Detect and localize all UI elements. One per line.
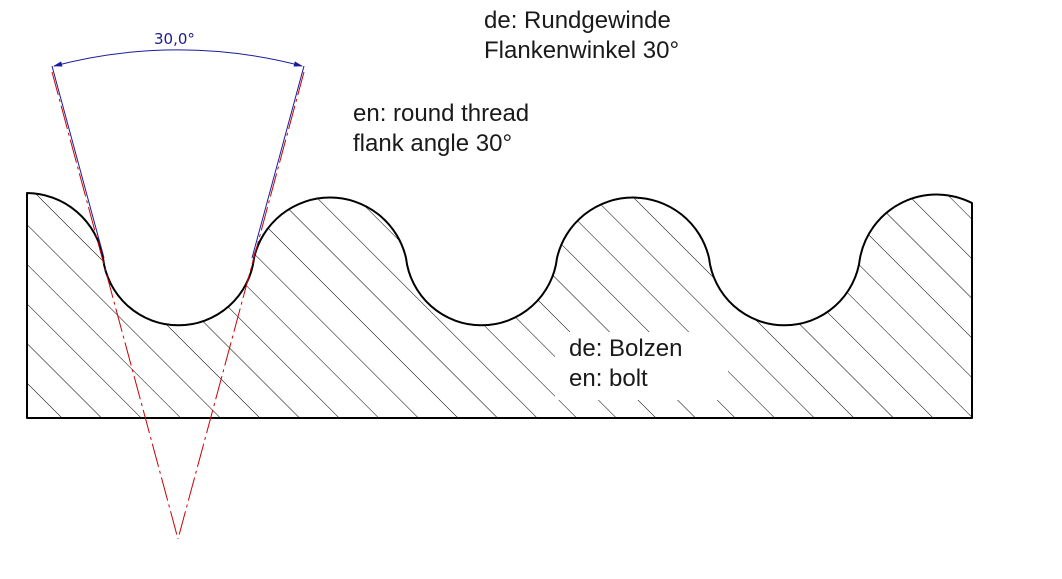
- english-thread-name: en: round thread: [353, 100, 530, 127]
- flank-centerlines: [51, 71, 305, 540]
- left-flank-centerline: [51, 71, 179, 540]
- extension-line-right: [251, 65, 305, 259]
- bolt-label: de: Bolzen en: bolt: [555, 332, 729, 400]
- german-label: de: Rundgewinde Flankenwinkel 30°: [484, 6, 679, 66]
- angle-dimension-text: 30,0°: [154, 30, 195, 48]
- dimension-arc: [53, 49, 303, 67]
- bolt-english-name: en: bolt: [569, 365, 648, 392]
- bolt-german-name: de: Bolzen: [569, 335, 683, 362]
- extension-line-left: [51, 65, 105, 259]
- angle-dimension: 30,0°: [51, 30, 305, 259]
- german-flank-angle: Flankenwinkel 30°: [484, 37, 680, 64]
- right-flank-centerline: [177, 71, 305, 540]
- bolt-profile: [26, 192, 973, 419]
- german-thread-name: de: Rundgewinde: [484, 7, 671, 34]
- english-flank-angle: flank angle 30°: [353, 130, 513, 157]
- english-label: en: round thread flank angle 30°: [353, 99, 529, 159]
